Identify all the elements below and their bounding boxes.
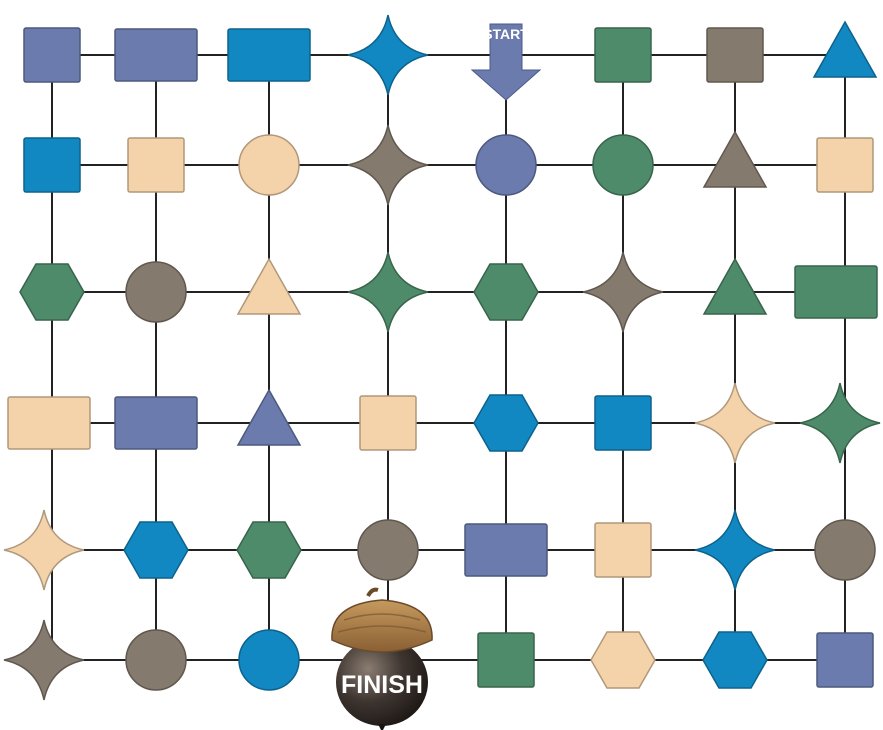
teal-hexagon-node-r4c5[interactable] (474, 395, 538, 451)
teal-circle-node-r6c3[interactable] (239, 630, 299, 690)
slate-square-node-r1c1[interactable] (24, 28, 80, 82)
sand-square-node-r5c6[interactable] (595, 523, 651, 577)
teal-hexagon-node-r5c2[interactable] (124, 522, 188, 578)
teal-square-node-r2c1[interactable] (24, 138, 80, 192)
taupe-triangle-node-r2c7[interactable] (704, 132, 766, 187)
sand-star-node-r4c7[interactable] (695, 383, 775, 463)
sand-circle-node-r2c3[interactable] (239, 135, 299, 195)
taupe-star-node-r6c1[interactable] (4, 620, 84, 700)
sage-rect-node-r3c8[interactable] (795, 266, 877, 318)
sand-rect-node-r4c1[interactable] (8, 397, 90, 449)
teal-rect-node-r1c3[interactable] (228, 29, 310, 81)
finish-marker[interactable]: FINISH (332, 590, 432, 730)
slate-rect-node-r5c5[interactable] (465, 524, 547, 576)
sand-triangle-node-r3c3[interactable] (238, 259, 300, 314)
sand-square-node-r2c2[interactable] (128, 138, 184, 192)
sage-circle-node-r2c6[interactable] (593, 135, 653, 195)
taupe-circle-node-r3c2[interactable] (126, 262, 186, 322)
acorn-icon (332, 590, 432, 730)
sand-square-node-r4c4[interactable] (360, 396, 416, 450)
markers: START FINISH (332, 24, 540, 730)
finish-label: FINISH (341, 671, 423, 699)
teal-triangle-node-r1c8[interactable] (814, 22, 876, 77)
teal-star-node-r5c7[interactable] (695, 510, 775, 590)
taupe-circle-node-r5c8[interactable] (815, 520, 875, 580)
shape-nodes (4, 15, 880, 700)
sage-hexagon-node-r5c3[interactable] (237, 522, 301, 578)
slate-rect-node-r4c2[interactable] (115, 397, 197, 449)
start-marker[interactable]: START (472, 24, 540, 100)
slate-circle-node-r2c5[interactable] (476, 135, 536, 195)
sand-star-node-r5c1[interactable] (4, 510, 84, 590)
taupe-star-node-r3c6[interactable] (583, 252, 663, 332)
start-label: START (483, 26, 529, 42)
teal-star-node-r1c4[interactable] (348, 15, 428, 95)
sage-hexagon-node-r3c5[interactable] (474, 264, 538, 320)
teal-square-node-r4c6[interactable] (595, 396, 651, 450)
sand-square-node-r2c8[interactable] (817, 138, 873, 192)
sage-square-node-r1c6[interactable] (595, 28, 651, 82)
teal-hexagon-node-r6c7[interactable] (703, 632, 767, 688)
taupe-circle-node-r5c4[interactable] (358, 520, 418, 580)
sage-star-node-r3c4[interactable] (348, 252, 428, 332)
taupe-star-node-r2c4[interactable] (348, 125, 428, 205)
slate-rect-node-r1c2[interactable] (115, 29, 197, 81)
taupe-square-node-r1c7[interactable] (707, 28, 763, 82)
sage-hexagon-node-r3c1[interactable] (20, 264, 84, 320)
sand-hexagon-node-r6c6[interactable] (591, 632, 655, 688)
taupe-circle-node-r6c2[interactable] (126, 630, 186, 690)
sage-star-node-r4c8[interactable] (800, 383, 880, 463)
slate-square-node-r6c8[interactable] (817, 633, 873, 687)
sage-square-node-r6c5[interactable] (478, 633, 534, 687)
sage-triangle-node-r3c7[interactable] (704, 259, 766, 314)
slate-triangle-node-r4c3[interactable] (238, 390, 300, 445)
